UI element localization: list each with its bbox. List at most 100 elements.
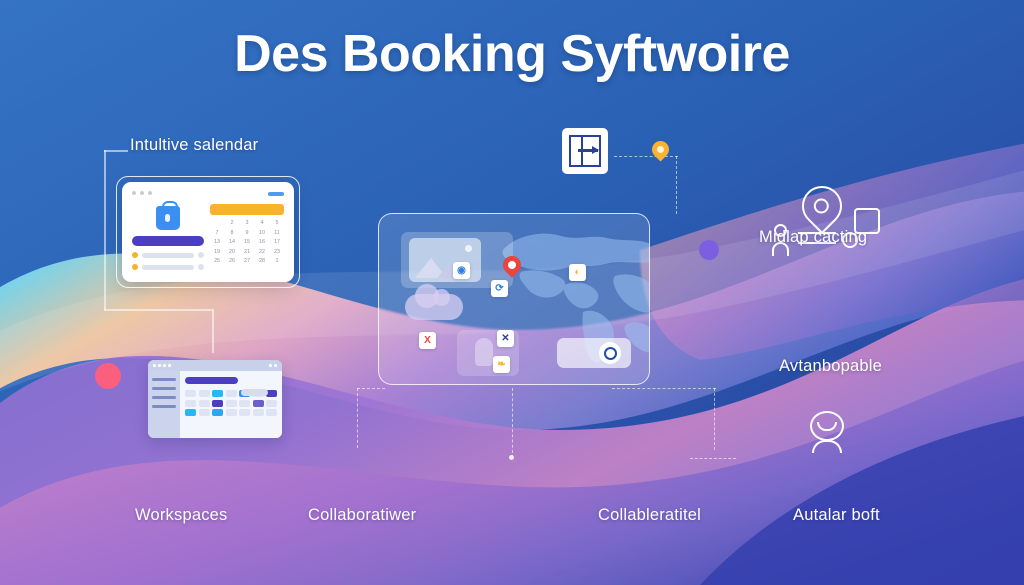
tile[interactable] <box>266 390 277 397</box>
label-collableratitel: Collableratitel <box>598 506 701 524</box>
calendar-day: 16 <box>259 239 265 245</box>
connector-dot-center <box>509 455 514 460</box>
tile[interactable] <box>239 409 250 416</box>
connector-bottom-right-v <box>714 388 715 450</box>
window-dots <box>153 364 171 367</box>
calendar-day: 19 <box>214 248 220 255</box>
calendar-right-column: 2 3 4 5 7 8 9 10 11 13 14 15 16 17 19 20… <box>210 204 284 266</box>
dashboard-primary-bar <box>185 377 239 384</box>
tile[interactable] <box>185 409 196 416</box>
leaf-icon[interactable]: ❧ <box>493 356 510 373</box>
tile[interactable] <box>212 409 223 416</box>
list-line <box>142 264 194 270</box>
avatar-person-icon[interactable] <box>806 411 848 453</box>
sync-icon[interactable]: ⟳ <box>491 280 508 297</box>
bullet-icon <box>132 252 138 258</box>
dashboard-tile-grid[interactable] <box>185 390 277 416</box>
calendar-day: 8 <box>230 229 234 236</box>
bullet-icon <box>132 264 138 270</box>
connector-device-bottom <box>512 388 513 458</box>
window-pill <box>268 192 284 196</box>
connector-calendar-horizontal <box>104 150 128 152</box>
calendar-day: 4 <box>260 220 264 226</box>
window-controls[interactable] <box>269 364 277 367</box>
decorative-dot-pink <box>95 363 121 389</box>
tile[interactable] <box>266 409 277 416</box>
calendar-day: 2 <box>230 220 234 226</box>
dashboard-main <box>180 371 282 438</box>
chrome-icon[interactable]: ◉ <box>453 262 470 279</box>
dashboard-sidebar[interactable] <box>148 371 180 438</box>
dashboard-secondary-bar <box>241 389 268 396</box>
label-midlap-cacting: Midlap cacting <box>759 228 868 246</box>
device-preview-panel[interactable]: ◉ ⟳ ◐ X ✕ ❧ <box>378 213 650 385</box>
calendar-left-column <box>132 201 204 270</box>
list-item[interactable] <box>132 264 204 270</box>
image-placeholder-icon <box>409 238 481 282</box>
tile[interactable] <box>212 399 223 407</box>
calendar-day: 20 <box>229 248 235 255</box>
calendar-card[interactable]: 2 3 4 5 7 8 9 10 11 13 14 15 16 17 19 20… <box>116 176 300 288</box>
connector-device-top <box>676 156 677 214</box>
calendar-day: 23 <box>274 248 280 255</box>
tile[interactable] <box>198 399 210 407</box>
label-collaboratiwer: Collaboratiwer <box>308 506 417 524</box>
list-end-dot <box>198 252 204 258</box>
tile[interactable] <box>252 409 264 416</box>
connector-device-left-h <box>357 388 385 389</box>
puzzle-icon <box>854 208 880 234</box>
label-autalar-boft: Autalar boft <box>793 506 880 524</box>
calendar-day: 5 <box>275 220 279 226</box>
shuffle-icon[interactable]: ✕ <box>497 330 514 347</box>
detail-line <box>798 242 836 245</box>
tile[interactable] <box>225 390 237 397</box>
sun-icon <box>465 245 472 252</box>
calendar-day: 27 <box>244 258 250 264</box>
tile[interactable] <box>225 409 237 416</box>
calendar-header-bar <box>210 204 284 215</box>
dashboard-titlebar <box>148 360 282 371</box>
tile[interactable] <box>252 399 264 407</box>
tile[interactable] <box>185 390 196 397</box>
calendar-day: 22 <box>259 248 265 255</box>
calendar-day: 11 <box>274 229 280 236</box>
connector-dash-vertical <box>212 309 214 353</box>
calendar-day: 7 <box>215 229 219 236</box>
calendar-day: 15 <box>244 239 250 245</box>
dashboard-card[interactable] <box>148 360 282 438</box>
location-person-puzzle-icon[interactable] <box>772 177 880 258</box>
connector-calendar-to-dash <box>104 309 212 311</box>
label-workspaces: Workspaces <box>135 506 228 524</box>
calendar-day: 14 <box>229 239 235 245</box>
detail-line <box>798 232 836 235</box>
person-head <box>774 224 787 237</box>
page-title: Des Booking Syftwoire <box>234 25 790 83</box>
avatar-body <box>812 440 842 453</box>
tile[interactable] <box>239 399 250 407</box>
exit-icon[interactable] <box>562 128 608 174</box>
exit-arrow <box>578 146 599 153</box>
calendar-day: 3 <box>245 220 249 226</box>
tile[interactable] <box>185 399 196 407</box>
tile[interactable] <box>266 399 277 407</box>
list-end-dot <box>198 264 204 270</box>
calendar-day: 28 <box>259 258 265 264</box>
camera-widget[interactable] <box>557 338 631 368</box>
calendar-day <box>210 219 224 228</box>
dashboard-body <box>148 371 282 438</box>
calendar-action-bar[interactable] <box>132 236 204 246</box>
connector-device-left-down <box>357 388 358 448</box>
calendar-grid[interactable]: 2 3 4 5 7 8 9 10 11 13 14 15 16 17 19 20… <box>210 219 284 266</box>
tile[interactable] <box>225 399 237 407</box>
coin-icon[interactable]: ◐ <box>569 264 586 281</box>
ice-cream-shape <box>475 338 493 366</box>
decorative-dot-purple <box>699 240 719 260</box>
calendar-day: 10 <box>259 229 265 236</box>
tile[interactable] <box>212 390 223 397</box>
calendar-day: 9 <box>245 229 249 236</box>
tile[interactable] <box>198 390 210 397</box>
excel-x-icon[interactable]: X <box>419 332 436 349</box>
tile[interactable] <box>198 409 210 416</box>
list-item[interactable] <box>132 252 204 258</box>
